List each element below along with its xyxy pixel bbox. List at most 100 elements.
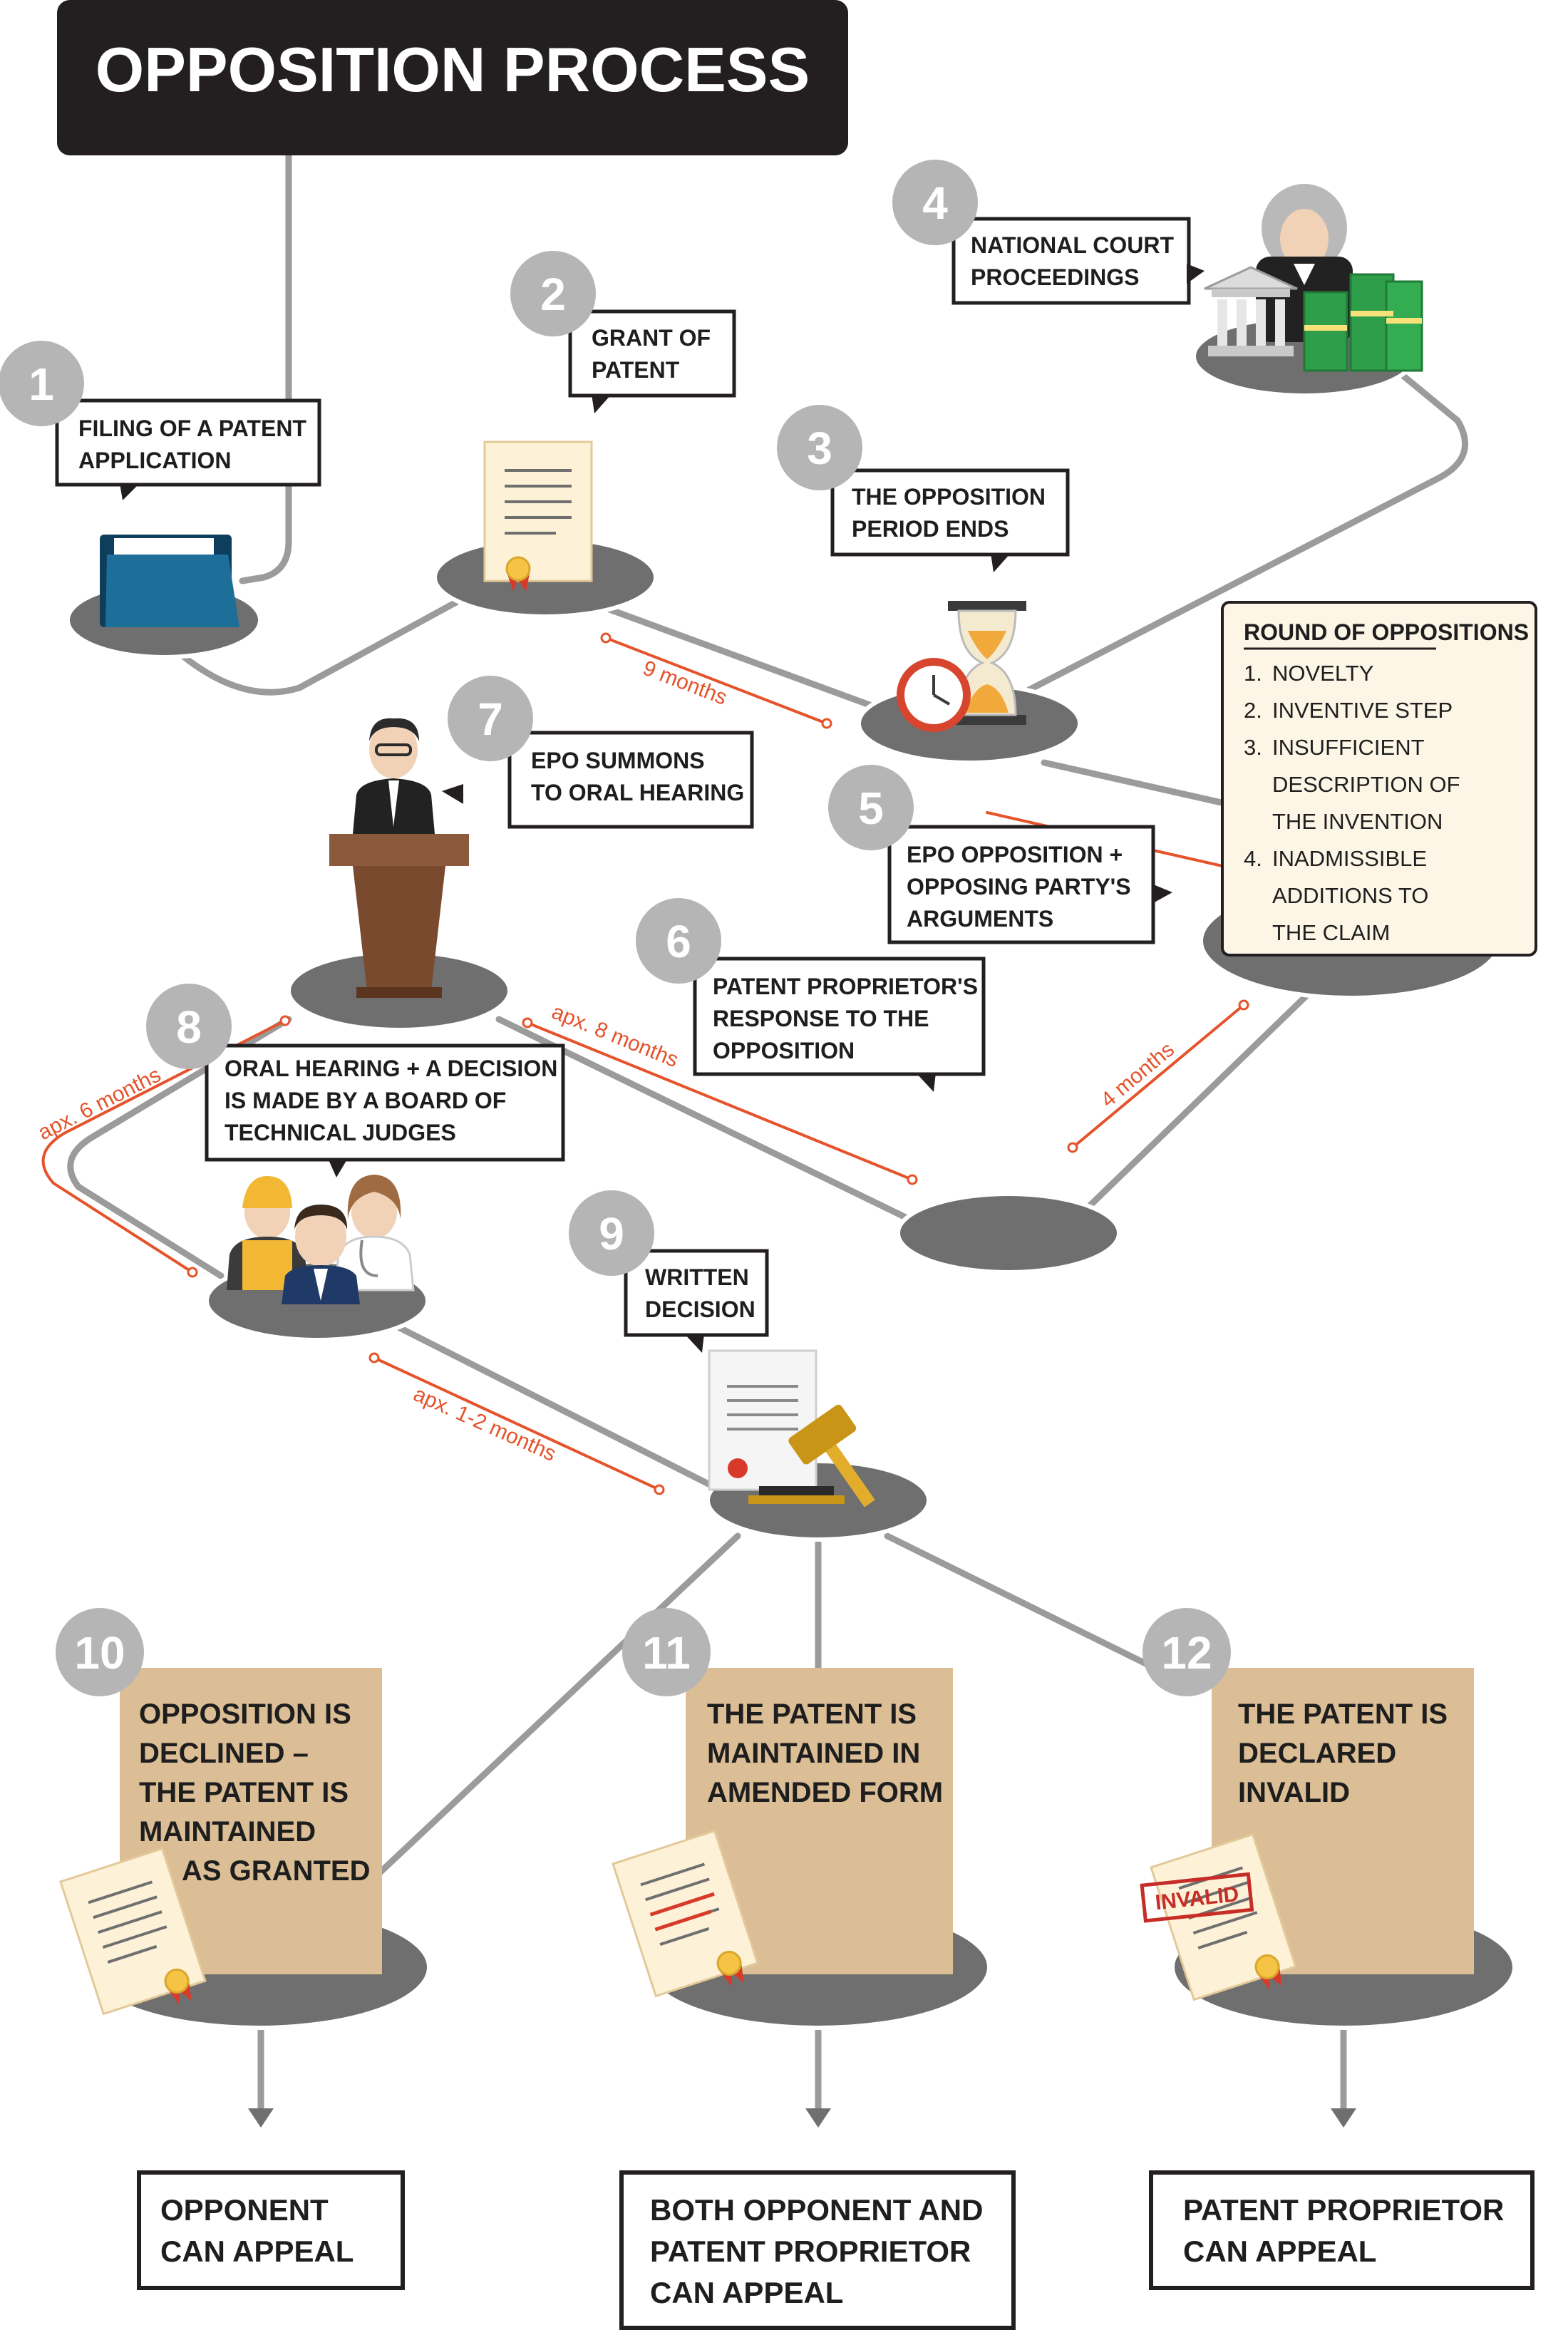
round-of-oppositions-box bbox=[1221, 601, 1537, 957]
badge-result12 bbox=[1143, 1608, 1231, 1696]
step-2-label: GRANT OF bbox=[592, 325, 711, 351]
bubble-step1 bbox=[55, 398, 321, 487]
result-11-label: MAINTAINED IN bbox=[707, 1738, 920, 1769]
bubble-step7 bbox=[507, 731, 754, 829]
result-12-label: DECLARED bbox=[1238, 1738, 1396, 1769]
round-item-label: THE CLAIM bbox=[1272, 920, 1390, 945]
step-4-label: NATIONAL COURT bbox=[971, 232, 1174, 258]
path-step9-to-result12 bbox=[884, 1532, 1180, 1682]
badge-step3 bbox=[777, 405, 862, 490]
duration-line-6months bbox=[41, 1019, 287, 1274]
step-6-label: OPPOSITION bbox=[713, 1038, 855, 1063]
round-item-label: INVENTIVE STEP bbox=[1272, 698, 1453, 723]
badge-step2 bbox=[510, 251, 596, 336]
title-banner bbox=[57, 0, 848, 155]
certificate-icon-11 bbox=[612, 1829, 759, 1998]
step-1-label: APPLICATION bbox=[78, 448, 232, 473]
badge-step5 bbox=[828, 765, 914, 850]
path-round-to-step6 bbox=[1073, 991, 1311, 1222]
step-badges bbox=[0, 160, 978, 1276]
result-10-label: THE PATENT IS bbox=[139, 1777, 349, 1808]
step-2-label: PATENT bbox=[592, 357, 680, 383]
round-item-label: INADMISSIBLE bbox=[1272, 846, 1427, 871]
step-8-label: IS MADE BY A BOARD OF bbox=[225, 1088, 506, 1113]
step-1-label: FILING OF A PATENT bbox=[78, 416, 306, 441]
step-3-label: THE OPPOSITION bbox=[852, 484, 1046, 510]
badge-step9 bbox=[569, 1190, 654, 1276]
step-9-label: DECISION bbox=[645, 1297, 755, 1322]
national-court-icon bbox=[1204, 184, 1423, 372]
round-item-label: INSUFFICIENT bbox=[1272, 735, 1425, 760]
folder-icon bbox=[100, 535, 239, 627]
result-10-label: OPPOSITION IS bbox=[139, 1699, 351, 1730]
step-6-label: RESPONSE TO THE bbox=[713, 1006, 929, 1031]
result-number-11: 11 bbox=[642, 1627, 691, 1679]
result-certificates: INVALID bbox=[59, 1829, 1297, 2016]
patent-document-icon bbox=[483, 440, 593, 592]
outcome-box-12 bbox=[1149, 2170, 1535, 2290]
platform-step6 bbox=[896, 1192, 1121, 1274]
step-8-label: TECHNICAL JUDGES bbox=[225, 1120, 456, 1145]
duration-line-4months bbox=[1071, 1004, 1245, 1149]
bubble-pointers bbox=[120, 264, 1205, 1353]
result-number-10: 10 bbox=[74, 1627, 125, 1679]
step-3-label: PERIOD ENDS bbox=[852, 516, 1009, 542]
round-item-label: THE INVENTION bbox=[1272, 809, 1443, 834]
path-step2-to-step3 bbox=[606, 606, 894, 716]
result-10-label: DECLINED – bbox=[139, 1738, 309, 1769]
step-6-label: PATENT PROPRIETOR'S bbox=[713, 974, 978, 999]
step-5-label: ARGUMENTS bbox=[907, 906, 1053, 932]
path-step8-to-step9 bbox=[385, 1319, 716, 1490]
step-9-label: WRITTEN bbox=[645, 1264, 749, 1290]
connector-paths bbox=[67, 146, 1469, 2117]
step-number-2: 2 bbox=[540, 269, 566, 320]
path-step9-to-result10 bbox=[374, 1532, 741, 1878]
result-number-12: 12 bbox=[1161, 1627, 1212, 1679]
step-number-1: 1 bbox=[29, 359, 54, 410]
round-item-number: 3. bbox=[1244, 735, 1262, 760]
bubble-step9 bbox=[624, 1249, 769, 1337]
duration-dots bbox=[187, 632, 1249, 1495]
step-number-8: 8 bbox=[176, 1001, 202, 1053]
step-5-label: OPPOSING PARTY'S bbox=[907, 874, 1131, 900]
duration-apx-8-months: apx. 8 months bbox=[548, 1000, 681, 1072]
round-texts: ROUND OF OPPOSITIONS1.NOVELTY2.INVENTIVE… bbox=[1244, 619, 1529, 945]
badge-step4 bbox=[892, 160, 978, 245]
bubble-step3 bbox=[830, 468, 1070, 557]
round-item-label: ADDITIONS TO bbox=[1272, 883, 1428, 908]
bubble-step2 bbox=[568, 309, 736, 398]
step-number-7: 7 bbox=[478, 694, 503, 745]
outcome-11-label: CAN APPEAL bbox=[650, 2276, 843, 2309]
outcome-11-label: PATENT PROPRIETOR bbox=[650, 2235, 971, 2268]
speaker-lectern-icon bbox=[329, 718, 469, 998]
board-of-judges-icon bbox=[227, 1175, 415, 1304]
duration-line-8months bbox=[526, 1021, 914, 1181]
outcome-boxes bbox=[137, 2170, 1535, 2330]
duration-4-months: 4 months bbox=[1096, 1038, 1179, 1113]
round-title: ROUND OF OPPOSITIONS bbox=[1244, 619, 1529, 645]
bubble-step5 bbox=[887, 825, 1155, 944]
outcome-12-label: PATENT PROPRIETOR bbox=[1183, 2193, 1504, 2227]
badge-step1 bbox=[0, 341, 84, 426]
hourglass-clock-icon bbox=[897, 601, 1026, 732]
step-number-5: 5 bbox=[858, 783, 884, 834]
duration-line-9months bbox=[604, 636, 828, 725]
certificate-icon-12: INVALID bbox=[1140, 1833, 1297, 2001]
page-title: OPPOSITION PROCESS bbox=[96, 34, 810, 105]
result-10-label: AS GRANTED bbox=[182, 1855, 370, 1887]
bubble-step6 bbox=[693, 957, 986, 1076]
outcome-box-11 bbox=[619, 2170, 1016, 2330]
step-5-label: EPO OPPOSITION + bbox=[907, 842, 1123, 867]
step-number-4: 4 bbox=[922, 177, 948, 229]
path-step7-to-step8 bbox=[67, 1016, 292, 1279]
path-step6-to-step7 bbox=[495, 1016, 919, 1226]
badge-result11 bbox=[622, 1608, 711, 1696]
path-title-to-step1 bbox=[239, 146, 292, 584]
duration-lines bbox=[41, 636, 1245, 1491]
result-10-label: MAINTAINED bbox=[139, 1816, 316, 1847]
outcome-10-label: CAN APPEAL bbox=[160, 2235, 354, 2268]
certificate-icon-10 bbox=[59, 1847, 207, 2016]
